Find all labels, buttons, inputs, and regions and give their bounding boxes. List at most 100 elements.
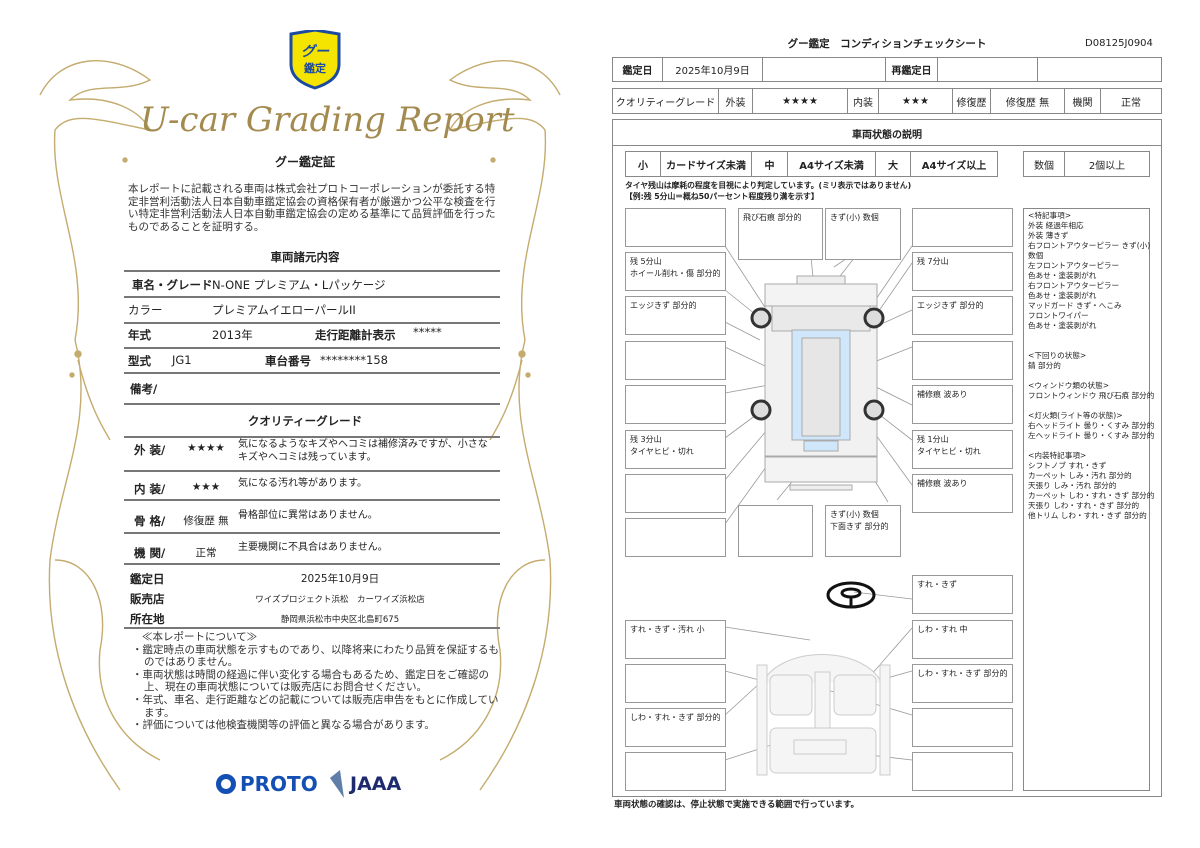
odometer-label: 走行距離計表示 xyxy=(315,328,396,342)
reappraisal-date-value xyxy=(937,57,1038,82)
condition-note-box: エッジきず 部分的 xyxy=(912,296,1013,335)
condition-note-box xyxy=(625,518,726,557)
condition-note-box: エッジきず 部分的 xyxy=(625,296,726,335)
certificate-title: グー鑑定証 xyxy=(274,155,335,169)
grade-value: ★★★★ xyxy=(187,442,225,454)
name-grade-value: N-ONE プレミアム・Lパッケージ xyxy=(212,278,386,292)
goo-kantei-badge-logo: グー 鑑定 xyxy=(289,30,341,90)
proto-logo: PROTO xyxy=(216,772,318,796)
size-large-label: 大 xyxy=(875,151,911,177)
engine-label: 機関 xyxy=(1064,88,1101,114)
condition-note-box: 飛び石痕 部分的 xyxy=(738,208,823,260)
special-note-line: <下回りの状態> xyxy=(1028,351,1087,360)
special-note-line: カーペット しわ・すれ・きず 部分的 xyxy=(1028,491,1155,500)
special-note-line: シフトノブ すれ・きず xyxy=(1028,461,1107,470)
special-note-line: <ウィンドウ類の状態> xyxy=(1028,381,1110,390)
blank-cell xyxy=(1037,57,1162,82)
special-note-line xyxy=(1028,341,1145,351)
size-small-label: 小 xyxy=(625,151,661,177)
odometer-value: ***** xyxy=(413,325,442,339)
grade-label: 内 装/ xyxy=(134,482,166,496)
size-small-desc: カードサイズ未満 xyxy=(660,151,752,177)
dealer-value: ワイズプロジェクト浜松 カーワイズ浜松店 xyxy=(255,595,425,605)
exterior-stars: ★★★★ xyxy=(752,88,848,114)
car-interior-view xyxy=(756,654,891,776)
tire-example: 【例:残 5分山＝概ね50パーセント程度残り溝を示す】 xyxy=(625,192,819,201)
condition-note-box: 残 7分山 xyxy=(912,252,1013,291)
grade-description: 骨格部位に異常はありません。 xyxy=(238,510,378,521)
condition-note-box: 残 1分山 タイヤヒビ・切れ xyxy=(912,430,1013,469)
grade-description: 主要機関に不具合はありません。 xyxy=(238,542,388,553)
appraisal-date-value: 2025年10月9日 xyxy=(662,57,763,82)
special-note-line: フロントワイパー xyxy=(1028,311,1089,320)
document-id: D08125J0904 xyxy=(1085,38,1153,49)
address-label: 所在地 xyxy=(130,612,165,626)
reappraisal-date-label: 再鑑定日 xyxy=(885,57,938,82)
special-note-line: マッドガード きず・へこみ xyxy=(1028,301,1122,310)
year-label: 年式 xyxy=(128,328,151,342)
car-top-view xyxy=(764,275,878,491)
note-item: ・年式、車名、走行距離などの記載については販売店申告をもとに作成しています。 xyxy=(132,693,499,719)
vehicle-condition-panel xyxy=(612,119,1162,797)
special-note-line: <灯火類(ライト等の状態)> xyxy=(1028,411,1123,420)
size-medium-desc: A4サイズ未満 xyxy=(787,151,876,177)
special-note-line: カーペット しみ・汚れ 部分的 xyxy=(1028,471,1132,480)
appraisal-date-label: 鑑定日 xyxy=(612,57,663,82)
condition-note-box xyxy=(912,752,1013,791)
model-value: JG1 xyxy=(172,353,192,367)
grade-value: 正常 xyxy=(195,547,217,559)
condition-note-box: すれ・きず xyxy=(912,575,1013,614)
jaaa-logo-text: JAAA xyxy=(350,773,402,795)
condition-note-box: 残 5分山 ホイール削れ・傷 部分的 xyxy=(625,252,726,291)
jaaa-mark-icon xyxy=(330,770,344,798)
condition-note-box: 残 3分山 タイヤヒビ・切れ xyxy=(625,430,726,469)
condition-section-title: 車両状態の説明 xyxy=(852,130,922,141)
grade-label: 骨 格/ xyxy=(134,514,166,528)
repair-history-value: 修復歴 無 xyxy=(990,88,1065,114)
special-note-line: 数個 xyxy=(1028,251,1044,260)
special-note-line xyxy=(1028,371,1145,381)
grade-description: 気になる汚れ等があります。 xyxy=(238,478,367,489)
condition-note-box: きず(小) 数個 下面きず 部分的 xyxy=(825,505,901,557)
condition-note-box xyxy=(912,341,1013,380)
interior-stars: ★★★ xyxy=(878,88,953,114)
notes-title: ≪本レポートについて≫ xyxy=(142,631,258,643)
appraisal-date-label: 鑑定日 xyxy=(130,572,165,586)
condition-note-box xyxy=(625,752,726,791)
year-value: 2013年 xyxy=(212,328,253,342)
special-note-line: 左ヘッドライト 曇り・くすみ 部分的 xyxy=(1028,431,1155,440)
special-note-line: <内装特記事項> xyxy=(1028,451,1087,460)
condition-note-box: きず(小) 数個 xyxy=(825,208,901,260)
special-note-line: 他トリム しわ・すれ・きず 部分的 xyxy=(1028,511,1147,520)
svg-text:鑑定: 鑑定 xyxy=(304,61,326,75)
count-label: 数個 xyxy=(1023,151,1065,177)
repair-history-label: 修復歴 xyxy=(952,88,991,114)
grade-label: 機 関/ xyxy=(134,546,166,560)
gold-ornamental-border xyxy=(39,60,561,791)
special-note-line: 錆 部分的 xyxy=(1028,361,1061,370)
condition-note-box xyxy=(912,208,1013,247)
note-item: ・鑑定時点の車両状態を示すものであり、以降将来にわたり品質を保証するものではあり… xyxy=(132,643,499,669)
condition-note-box: しわ・すれ 中 xyxy=(912,620,1013,659)
steering-wheel-icon xyxy=(826,581,876,609)
special-note-line: フロントウィンドウ 飛び石痕 部分的 xyxy=(1028,391,1155,400)
grade-value: ★★★ xyxy=(191,481,221,493)
sheet-footer-note: 車両状態の確認は、停止状態で実施できる範囲で行っています。 xyxy=(614,800,860,810)
interior-label: 内装 xyxy=(847,88,879,114)
sheet-title: グー鑑定 コンディションチェックシート xyxy=(787,38,987,50)
note-item: ・評価については他検査機関等の評価と異なる場合があります。 xyxy=(132,719,435,732)
condition-note-box xyxy=(625,341,726,380)
special-note-line: 右フロントアウターピラー xyxy=(1028,281,1120,290)
color-label: カラー xyxy=(128,303,163,317)
quality-grade-label: クオリティーグレード xyxy=(612,88,719,114)
condition-note-box: 補修痕 波あり xyxy=(912,474,1013,513)
engine-value: 正常 xyxy=(1100,88,1162,114)
certificate-intro: 本レポートに記載される車両は株式会社プロトコーポレーションが委託する特定非営利活… xyxy=(128,183,496,233)
special-note-line: <特記事項> xyxy=(1028,211,1072,220)
quality-grade-title: クオリティーグレード xyxy=(247,414,363,428)
tire-icons xyxy=(750,307,885,421)
chassis-value: ********158 xyxy=(320,353,388,367)
model-label: 型式 xyxy=(128,354,151,368)
condition-note-box xyxy=(738,505,813,557)
special-note-line: 外装 経過年相応 xyxy=(1028,221,1084,230)
